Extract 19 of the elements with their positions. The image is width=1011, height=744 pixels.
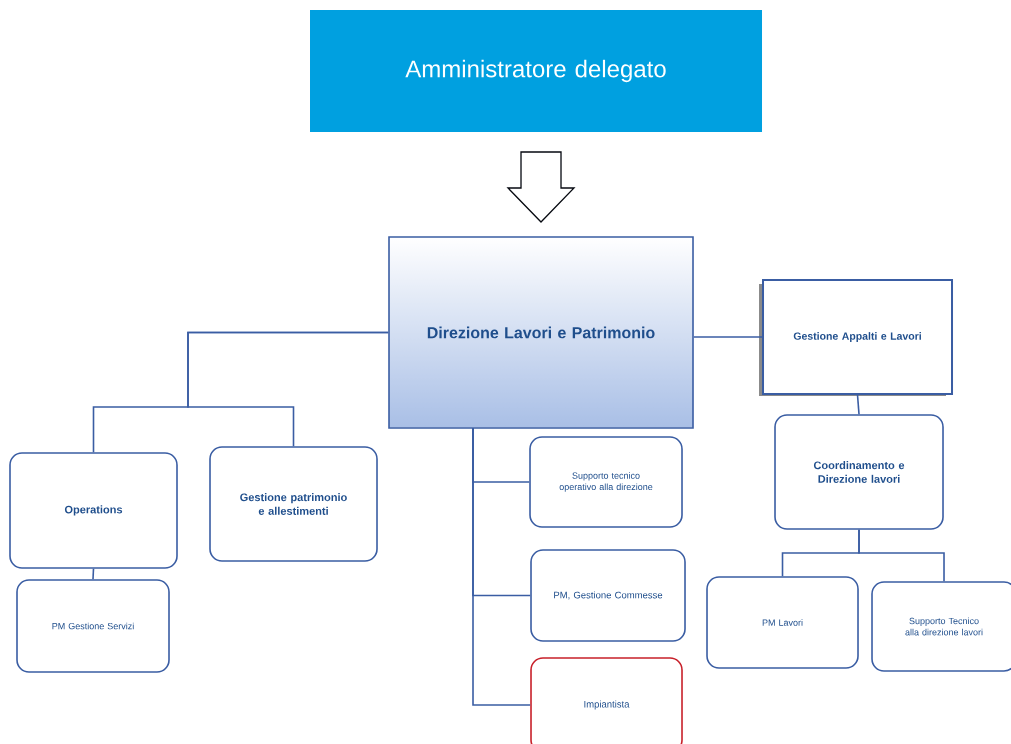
- unit-box: Gestione patrimonio e allestimenti: [209, 446, 378, 562]
- arrow: [506, 151, 576, 223]
- connector-line: [856, 394, 860, 415]
- unit-box: PM Gestione Servizi: [16, 579, 170, 673]
- connector-line: [92, 568, 95, 580]
- connector-line: [693, 336, 763, 338]
- connector-line: [187, 331, 389, 447]
- unit-box: Impiantista: [530, 657, 683, 744]
- unit-box: PM, Gestione Commesse: [530, 549, 686, 642]
- unit-box: Supporto tecnico operativo alla direzione: [529, 436, 683, 528]
- unit-box: Supporto Tecnico alla direzione lavori: [871, 581, 1011, 672]
- unit-box: PM Lavori: [706, 576, 859, 669]
- title-box: Amministratore delegato: [310, 10, 762, 132]
- connector-line: [472, 427, 531, 706]
- department-box: Direzione Lavori e Patrimonio: [388, 236, 694, 429]
- unit-box: Operations: [9, 452, 178, 569]
- office-box: Gestione Appalti e Lavori: [762, 279, 953, 395]
- unit-box: Coordinamento e Direzione lavori: [774, 414, 944, 530]
- connector-line: [858, 529, 945, 582]
